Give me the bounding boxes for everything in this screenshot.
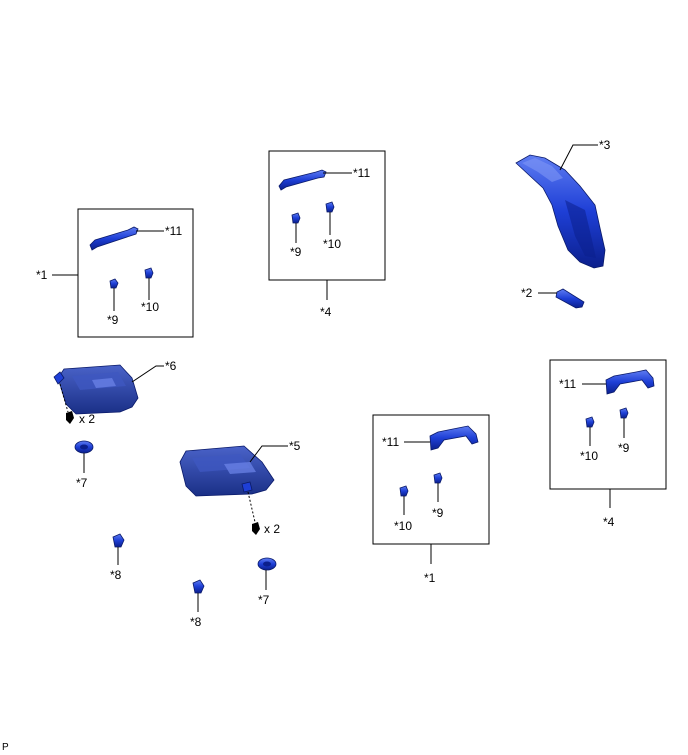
assist-grip-icon xyxy=(429,425,479,451)
label-4-bottom: *4 xyxy=(603,515,615,529)
assist-grip-icon xyxy=(89,226,139,251)
sun-visor-icon xyxy=(179,445,275,497)
group-4-top: *4 *11 *9 *10 xyxy=(268,150,386,319)
pillar-ridge-icon xyxy=(565,200,596,258)
label-5: *5 xyxy=(289,439,301,453)
assist-grip-icon xyxy=(605,369,655,395)
label-1-10: *10 xyxy=(141,300,159,314)
part-7-middle: *7 xyxy=(257,557,277,607)
label-x2-b: x 2 xyxy=(264,522,280,536)
label-1b-11: *11 xyxy=(382,435,399,449)
visor-mirror-icon xyxy=(92,378,116,388)
label-3: *3 xyxy=(599,138,611,152)
visor-holder-icon xyxy=(112,533,125,548)
footer-code: P xyxy=(2,742,9,753)
group-1-left: *1 *11 *9 *10 xyxy=(36,208,194,338)
assist-grip-icon xyxy=(278,169,327,191)
holder-hole-icon xyxy=(80,444,88,450)
label-4b-11: *11 xyxy=(559,377,576,391)
part-7-left: *7 xyxy=(74,440,94,490)
part-8-left: *8 xyxy=(110,533,125,582)
visor-hinge-icon xyxy=(241,481,253,493)
group-1-left-frame xyxy=(77,208,194,338)
label-1b-10: *10 xyxy=(394,519,412,533)
clip-icon xyxy=(619,407,629,419)
part-3: *3 xyxy=(515,138,611,269)
visor-holder-icon xyxy=(192,579,205,594)
label-4-10: *10 xyxy=(323,237,341,251)
visor-mirror-icon xyxy=(224,462,256,474)
label-7-left: *7 xyxy=(76,476,88,490)
pillar-highlight-icon xyxy=(522,158,563,182)
visor-hinge-icon xyxy=(53,371,65,385)
clip-icon xyxy=(291,212,301,224)
holder-hole-icon xyxy=(263,561,271,567)
label-1-left: *1 xyxy=(36,268,48,282)
label-4-9: *9 xyxy=(290,245,302,259)
label-1b-9: *9 xyxy=(432,506,444,520)
clip-icon xyxy=(399,485,409,497)
clip-icon xyxy=(433,472,443,484)
part-6: *6 x 2 xyxy=(53,359,177,426)
label-4b-9: *9 xyxy=(618,441,630,455)
label-4-11: *11 xyxy=(353,166,370,180)
label-8-middle: *8 xyxy=(190,615,202,629)
part-2: *2 xyxy=(521,286,585,309)
label-4b-10: *10 xyxy=(580,449,598,463)
group-1-bottom: *1 *11 *10 *9 xyxy=(372,414,490,585)
label-4-top: *4 xyxy=(320,305,332,319)
sun-visor-icon xyxy=(57,364,139,415)
label-1-11: *11 xyxy=(165,224,182,238)
group-4-right-frame xyxy=(549,359,667,490)
label-7-middle: *7 xyxy=(258,593,270,607)
label-6: *6 xyxy=(165,359,177,373)
label-2: *2 xyxy=(521,286,533,300)
label-x2-a: x 2 xyxy=(79,412,95,426)
clip-icon xyxy=(585,416,595,428)
group-4-right: *4 *11 *10 *9 xyxy=(549,359,667,529)
screw-icon xyxy=(66,411,74,424)
clip-icon xyxy=(325,201,335,213)
label-1-bottom: *1 xyxy=(424,571,436,585)
clip-icon xyxy=(109,278,119,289)
label-1-9: *9 xyxy=(107,313,119,327)
clip-icon xyxy=(144,267,154,279)
screw-icon xyxy=(252,522,260,535)
part-8-middle: *8 xyxy=(190,579,205,629)
part-5: *5 x 2 xyxy=(179,439,301,536)
label-8-left: *8 xyxy=(110,568,122,582)
small-trim-icon xyxy=(555,288,585,309)
